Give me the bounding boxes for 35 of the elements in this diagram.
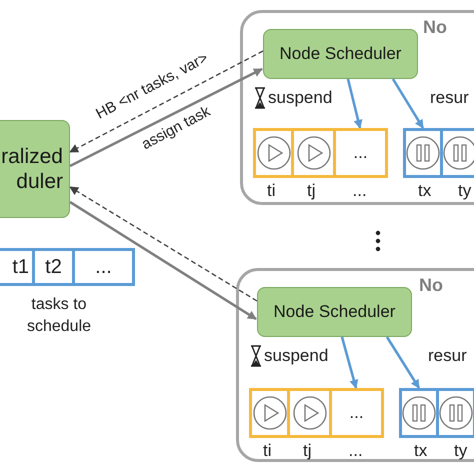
ellipsis-text: ... — [353, 143, 368, 163]
task-label: tj — [303, 441, 312, 461]
scheduler-box: Node Scheduler — [263, 29, 418, 79]
task-label: ... — [348, 441, 363, 461]
dashed-arrow — [69, 50, 264, 153]
task-label: tj — [307, 181, 316, 201]
task-label: ty — [454, 441, 468, 461]
arrow — [69, 200, 257, 320]
task-label: ti — [267, 181, 276, 201]
scheduler-box: Node Scheduler — [257, 287, 412, 337]
dashed-arrow — [69, 186, 258, 302]
task-label: ti — [263, 441, 272, 461]
scheduler-box: ralized duler — [0, 120, 70, 218]
task-label: ty — [458, 181, 472, 201]
arrow — [69, 68, 263, 168]
arrow — [386, 336, 420, 389]
task-label: tx — [418, 181, 432, 201]
task-label: t2 — [35, 251, 75, 283]
task-label: ... — [352, 181, 367, 201]
queue-caption: tasks to schedule — [26, 295, 92, 337]
node-panel — [236, 268, 474, 462]
ellipsis-text: ... — [349, 403, 364, 423]
panel-heading: No — [423, 17, 447, 38]
state-label: suspend — [264, 346, 328, 366]
task-label: t1 — [0, 251, 35, 283]
task-label: tx — [414, 441, 428, 461]
state-label: suspend — [268, 88, 332, 108]
panel-heading: No — [419, 275, 443, 296]
arrow — [392, 78, 424, 129]
state-label: resur — [428, 346, 467, 366]
arrow — [340, 336, 358, 389]
state-label: resur — [430, 88, 469, 108]
arrow — [346, 78, 362, 129]
node-panel — [240, 10, 474, 205]
task-label: ... — [94, 254, 113, 280]
